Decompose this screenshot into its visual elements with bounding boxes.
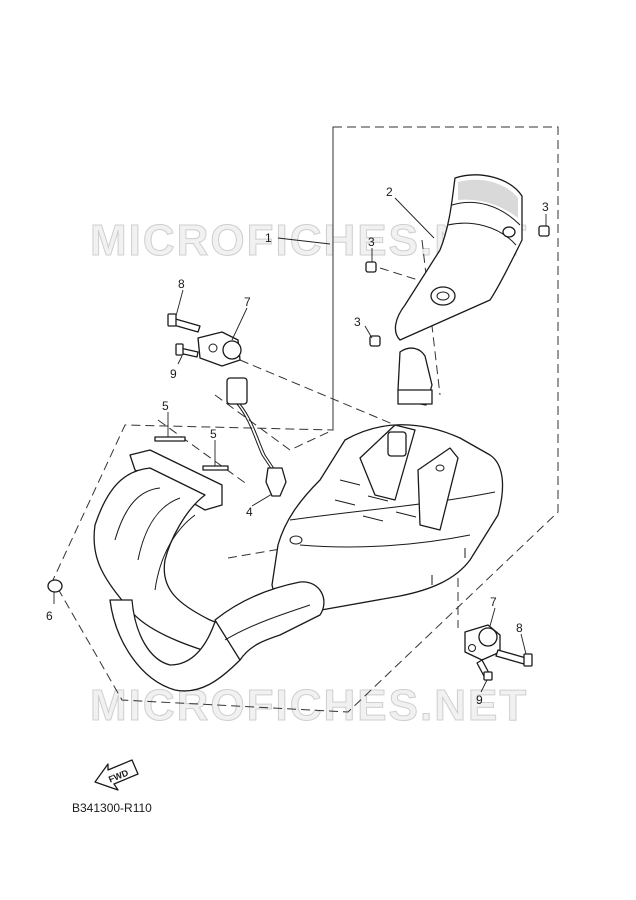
watermark-bottom: MICROFICHES.NET	[90, 681, 528, 730]
damper-upper	[197, 331, 242, 367]
bolts-upper	[167, 313, 201, 358]
callout-4: 4	[246, 505, 253, 519]
callout-9-upper: 9	[170, 367, 177, 381]
callout-3-upper: 3	[368, 235, 375, 249]
callout-5-left: 5	[162, 399, 169, 413]
exhaust-pipes	[47, 449, 325, 692]
screws-3	[365, 225, 550, 347]
gaskets	[154, 436, 229, 471]
fwd-arrow-icon: FWD	[94, 759, 139, 791]
callout-8-lower: 8	[516, 621, 523, 635]
leader-lines	[53, 197, 547, 693]
callout-3-right: 3	[542, 200, 549, 214]
bolts-lower	[476, 649, 533, 681]
callout-1: 1	[265, 231, 272, 245]
callout-7-lower: 7	[490, 595, 497, 609]
callout-3-lower: 3	[354, 315, 361, 329]
muffler-bracket	[397, 347, 433, 406]
callout-6: 6	[46, 609, 53, 623]
muffler-cover	[394, 174, 523, 341]
callout-9-lower: 9	[476, 693, 483, 707]
muffler-stays	[359, 424, 459, 531]
callout-8-upper: 8	[178, 277, 185, 291]
o2-sensor	[226, 377, 287, 497]
callouts: 1 2 3 3 3 4 5 5 6 7 7 8 8 9 9	[46, 185, 549, 707]
callout-7-upper: 7	[244, 295, 251, 309]
diagram-code: B341300-R110	[72, 801, 152, 815]
damper-lower	[464, 624, 501, 661]
callout-2: 2	[386, 185, 393, 199]
callout-5-right: 5	[210, 427, 217, 441]
